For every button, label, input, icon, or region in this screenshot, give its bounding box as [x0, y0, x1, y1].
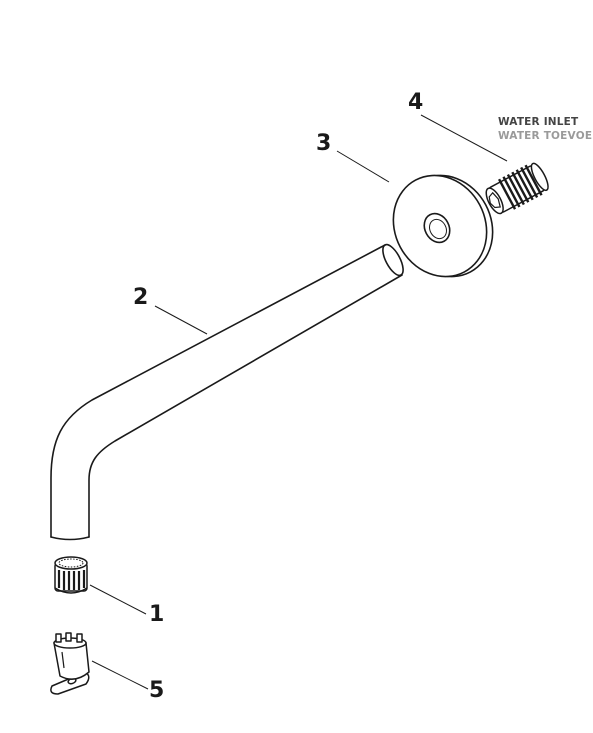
wall-flange-hole: [423, 212, 451, 244]
leader-lines: [89, 114, 508, 690]
callout-number-5: 5: [149, 678, 165, 703]
aerator-key-body: [53, 642, 90, 680]
aerator-key-slot: [61, 651, 65, 669]
leader-line-2: [154, 305, 208, 335]
shower-arm-bottom-end: [50, 536, 90, 541]
leader-line-4: [420, 114, 508, 162]
leader-line-1: [89, 584, 147, 615]
leader-line-3: [336, 150, 390, 183]
aerator-ribs: [57, 570, 86, 590]
aerator-mesh: [58, 558, 84, 568]
aerator-bottom: [54, 587, 88, 594]
aerator: [54, 556, 88, 594]
aerator-key: [50, 632, 90, 695]
shower-arm-outer-edge: [50, 244, 386, 538]
inlet-connector-threads: [498, 164, 543, 210]
callout-number-1: 1: [149, 602, 165, 627]
callout-number-2: 2: [133, 285, 149, 310]
wall-flange-hole-inner: [429, 218, 447, 240]
water-toevoer-label: WATER TOEVOER: [498, 130, 593, 142]
shower-arm-inner-edge: [88, 274, 403, 538]
shower-arm-end-cap: [382, 243, 404, 277]
inlet-connector-end: [530, 162, 549, 192]
aerator-key-teeth: [55, 632, 83, 643]
shower-arm: [50, 243, 404, 541]
wall-flange: [392, 174, 494, 278]
water-inlet-label: WATER INLET: [498, 116, 579, 128]
callout-number-3: 3: [316, 131, 332, 156]
inlet-connector-hex-socket: [488, 191, 501, 209]
inlet-connector: [485, 162, 549, 215]
callout-number-4: 4: [408, 90, 424, 115]
leader-line-5: [91, 660, 149, 690]
